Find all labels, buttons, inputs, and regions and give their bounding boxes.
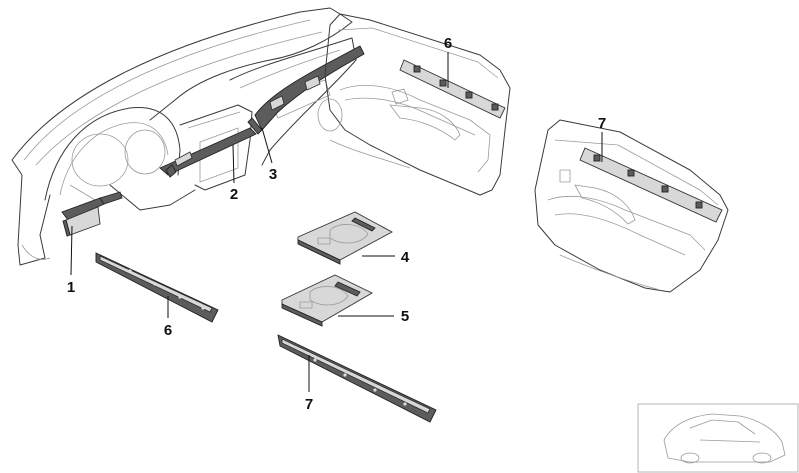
callout-7-strip: 7 — [305, 396, 313, 413]
console-trim-4 — [297, 211, 393, 265]
callout-6-strip: 6 — [164, 322, 172, 339]
callouts: 1 2 3 4 5 6 6 7 7 — [67, 35, 606, 413]
callout-2: 2 — [230, 186, 238, 203]
callout-5: 5 — [401, 308, 409, 325]
dashboard — [11, 7, 357, 266]
console-trim-5 — [281, 274, 373, 327]
trim-part-1 — [61, 191, 123, 237]
leader-1 — [70, 225, 73, 276]
callout-6-door: 6 — [444, 35, 452, 52]
leader-3 — [261, 127, 273, 164]
leader-2 — [232, 144, 235, 184]
front-door-panel — [317, 13, 511, 196]
trim-part-2 — [159, 127, 257, 178]
trim-part-3 — [247, 45, 365, 135]
vehicle-thumbnail — [637, 403, 799, 473]
callout-4: 4 — [401, 249, 410, 266]
callout-3: 3 — [269, 166, 277, 183]
trim-strip-7 — [277, 334, 437, 423]
leader-lines — [70, 52, 603, 392]
callout-7-door: 7 — [598, 115, 606, 132]
trim-strip-6 — [95, 252, 219, 323]
rear-door-panel — [534, 119, 729, 293]
callout-1: 1 — [67, 279, 75, 296]
